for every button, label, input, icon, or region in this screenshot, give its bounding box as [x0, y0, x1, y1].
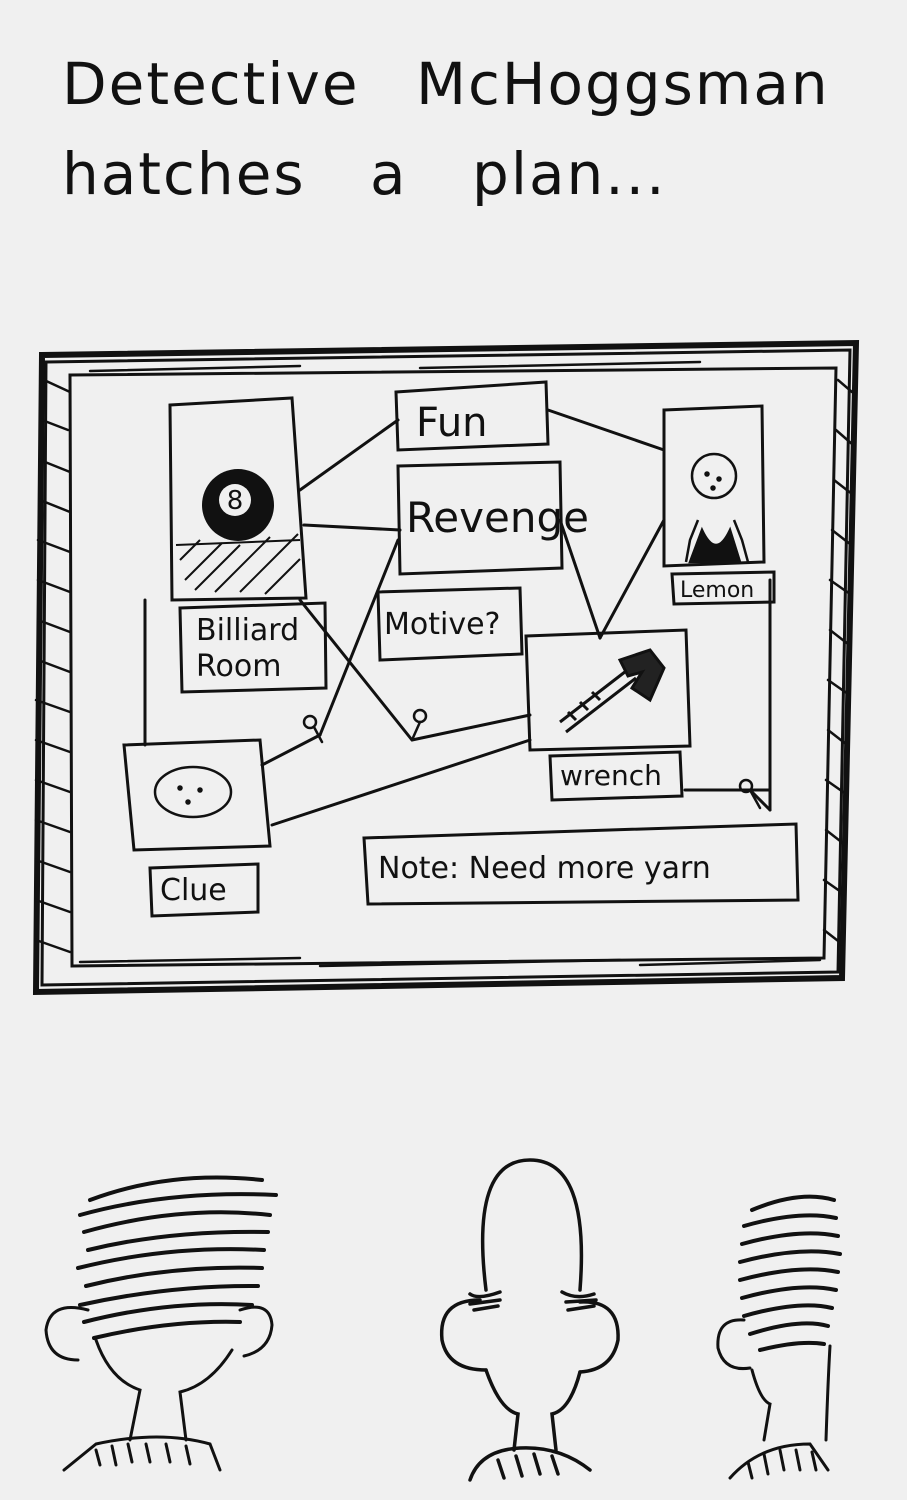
note-card: Note: Need more yarn — [362, 822, 800, 906]
evidence-board — [32, 339, 860, 996]
woman-portrait-icon — [684, 452, 750, 564]
title-line-2: hatches a plan... — [62, 139, 667, 208]
lemon-label: Lemon — [680, 578, 754, 603]
motive-label: Motive? — [384, 607, 500, 642]
right-character-head — [716, 1194, 842, 1480]
clue-photo-card — [122, 738, 272, 852]
lemon-label-card: Lemon — [670, 570, 776, 606]
wrench-label-card: wrench — [548, 750, 684, 802]
fun-label: Fun — [416, 400, 488, 446]
wrench-label: wrench — [560, 759, 662, 792]
billiard-label-line-2: Room — [196, 649, 281, 684]
billiard-label-line-1: Billiard — [196, 613, 299, 648]
clue-label-card: Clue — [148, 862, 260, 918]
wrench-icon — [559, 648, 666, 734]
note-label: Note: Need more yarn — [378, 851, 711, 886]
clue-label: Clue — [160, 873, 227, 908]
eight-ball-number: 8 — [227, 486, 244, 516]
comic-title: Detective McHoggsman hatches a plan... — [62, 40, 830, 220]
fun-card: Fun — [394, 380, 550, 452]
face-icon — [153, 765, 233, 819]
left-character-head — [44, 1175, 278, 1472]
eight-ball-icon — [202, 469, 274, 541]
revenge-card: Revenge — [396, 460, 589, 576]
lemon-photo-card — [662, 404, 766, 568]
billiard-photo-card: 8 — [168, 396, 308, 602]
wrench-photo-card — [524, 628, 692, 752]
title-line-1: Detective McHoggsman — [62, 50, 830, 118]
revenge-label: Revenge — [406, 493, 589, 542]
center-character-head — [439, 1158, 620, 1482]
motive-card: Motive? — [376, 586, 524, 662]
billiard-room-label: Billiard Room — [178, 601, 328, 694]
